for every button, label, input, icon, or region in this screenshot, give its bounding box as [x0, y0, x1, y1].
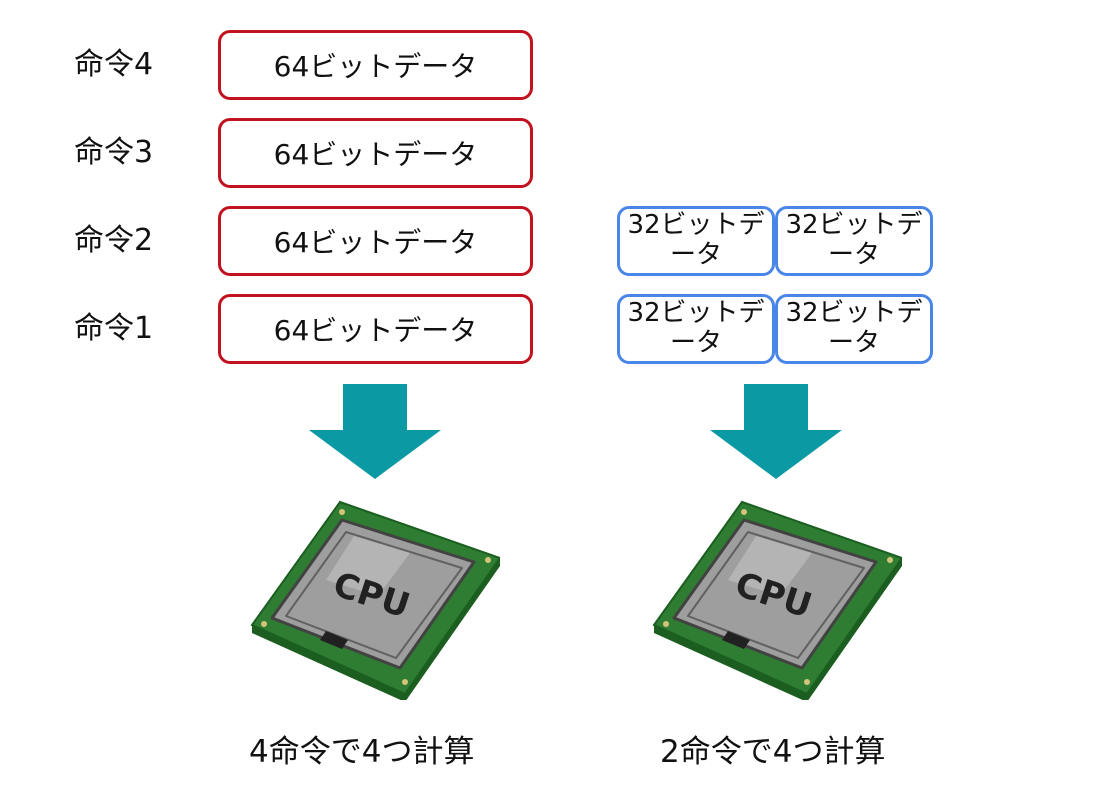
- data-box-text: 64ビットデータ: [273, 226, 478, 259]
- data-box-text: 32ビットデータ: [785, 210, 923, 270]
- data-box-text: 32ビットデータ: [785, 298, 923, 358]
- cpu-left-icon: CPU: [250, 500, 500, 700]
- data-box-32bit-r1c2: 32ビットデータ: [775, 206, 933, 276]
- instruction-label-3: 命令3: [74, 135, 154, 170]
- cpu-right-icon: CPU: [652, 500, 902, 700]
- instruction-label-1: 命令1: [74, 311, 154, 346]
- data-box-text: 64ビットデータ: [273, 138, 478, 171]
- down-arrow-right-icon: [710, 384, 842, 479]
- caption-right: 2命令で4つ計算: [660, 734, 886, 770]
- down-arrow-left-icon: [309, 384, 441, 479]
- data-box-text: 64ビットデータ: [273, 314, 478, 347]
- caption-left: 4命令で4つ計算: [249, 734, 475, 770]
- instruction-label-2: 命令2: [74, 223, 154, 258]
- data-box-32bit-r1c1: 32ビットデータ: [617, 206, 775, 276]
- data-box-32bit-r2c2: 32ビットデータ: [775, 294, 933, 364]
- data-box-64bit-2: 64ビットデータ: [218, 206, 533, 276]
- data-box-32bit-r2c1: 32ビットデータ: [617, 294, 775, 364]
- data-box-text: 64ビットデータ: [273, 50, 478, 83]
- data-box-64bit-4: 64ビットデータ: [218, 30, 533, 100]
- data-box-64bit-1: 64ビットデータ: [218, 294, 533, 364]
- data-box-text: 32ビットデータ: [627, 210, 765, 270]
- data-box-64bit-3: 64ビットデータ: [218, 118, 533, 188]
- instruction-label-4: 命令4: [74, 47, 154, 82]
- data-box-text: 32ビットデータ: [627, 298, 765, 358]
